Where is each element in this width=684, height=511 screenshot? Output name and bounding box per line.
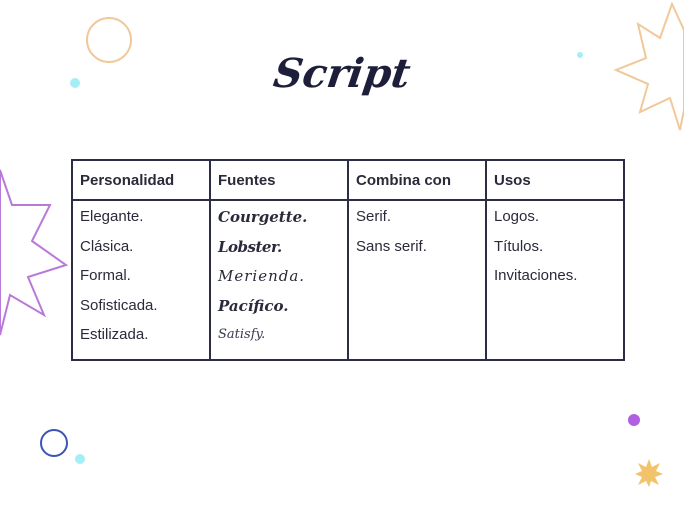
personalidad-item: Formal. [80, 267, 131, 284]
cyan-dot-decoration [70, 78, 80, 88]
personalidad-item: Clásica. [80, 237, 134, 255]
personalidad-item: Sofisticada. [80, 296, 158, 314]
usos-cell: Logos. Títulos. Invitaciones. [485, 199, 625, 361]
purple-star-decoration [0, 169, 69, 336]
font-sample-merienda: Merienda. [218, 267, 306, 285]
header-combina-con: Combina con [347, 159, 487, 201]
cyan-small-dot-decoration [577, 52, 583, 58]
personalidad-cell: Elegante. Clásica. Formal. Sofisticada. … [71, 199, 211, 361]
blue-circle-decoration [40, 429, 68, 457]
font-sample-satisfy: Satisfy. [218, 327, 266, 342]
font-sample-lobster: Lobster. [218, 237, 282, 256]
font-sample-pacifico: Pacífico. [218, 296, 289, 315]
slide-title: Script [270, 50, 414, 97]
combina-con-cell: Serif. Sans serif. [347, 199, 487, 361]
gold-burst-decoration [635, 459, 663, 487]
cyan-bottom-dot-decoration [75, 454, 85, 464]
font-sample-courgette: Courgette. [218, 208, 308, 226]
peach-circle-decoration [86, 17, 132, 63]
table-header-row: Personalidad Fuentes Combina con Usos [71, 159, 625, 201]
usos-item: Logos. [494, 208, 540, 225]
header-personalidad: Personalidad [71, 159, 211, 201]
fuentes-cell: Courgette. Lobster. Merienda. Pacífico. … [209, 199, 349, 361]
personalidad-item: Estilizada. [80, 326, 149, 343]
header-fuentes: Fuentes [209, 159, 349, 201]
fonts-table: Personalidad Fuentes Combina con Usos El… [71, 159, 625, 361]
combina-con-item: Serif. [356, 208, 392, 225]
personalidad-item: Elegante. [80, 208, 144, 225]
header-usos: Usos [485, 159, 625, 201]
combina-con-item: Sans serif. [356, 237, 427, 255]
table-row: Elegante. Clásica. Formal. Sofisticada. … [71, 199, 625, 361]
usos-item: Invitaciones. [494, 267, 578, 284]
usos-item: Títulos. [494, 237, 544, 255]
peach-star-decoration [613, 1, 684, 131]
purple-dot-decoration [628, 414, 640, 426]
